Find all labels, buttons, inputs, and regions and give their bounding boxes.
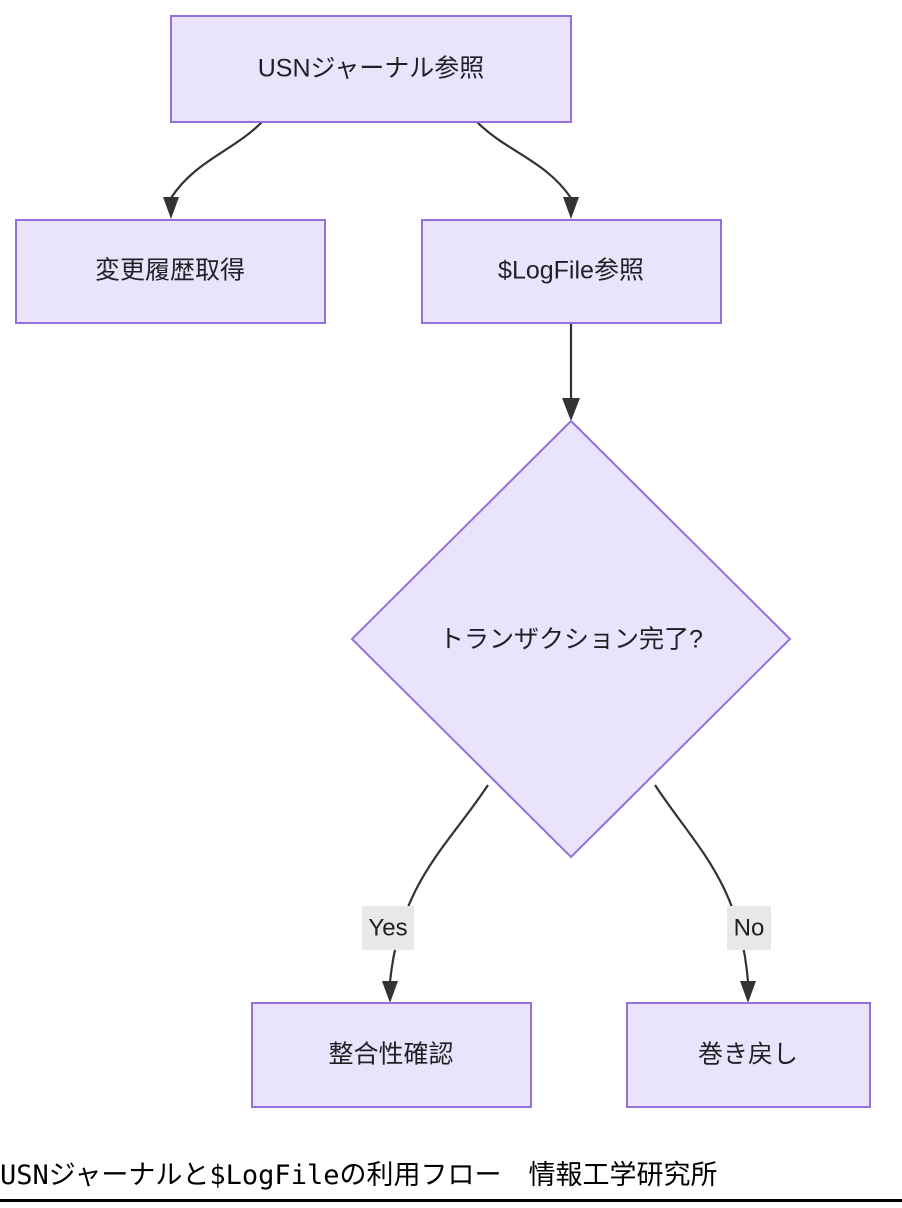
edge-label-background (362, 906, 414, 950)
node-shape-rect (421, 219, 722, 324)
caption-bar: USNジャーナルと$LogFileの利用フロー 情報工学研究所 (0, 1152, 902, 1202)
node-label: 変更履歴取得 (95, 257, 245, 285)
arrow-head-icon (382, 981, 398, 1003)
arrow-head-icon (740, 981, 756, 1003)
node-logfile[interactable]: $LogFile参照 (421, 219, 722, 324)
edge-label-background (727, 906, 771, 950)
edge-path (388, 784, 489, 983)
node-usn[interactable]: USNジャーナル参照 (170, 15, 572, 123)
node-decision[interactable]: トランザクション完了? (350, 419, 792, 859)
edge-label-text: No (734, 914, 765, 941)
edge-path (654, 784, 750, 983)
node-label: 整合性確認 (328, 1041, 453, 1069)
arrow-head-icon (163, 197, 179, 219)
node-history[interactable]: 変更履歴取得 (15, 219, 326, 324)
edge-path (170, 121, 263, 199)
edge-decision-to-rollback (654, 784, 756, 1003)
edge-label-text: Yes (368, 914, 407, 941)
arrow-head-icon (563, 197, 579, 219)
node-label: $LogFile参照 (498, 257, 644, 285)
flowchart-svg: USNジャーナル参照 変更履歴取得 $LogFile参照 トランザクション完了?… (15, 15, 871, 1108)
node-verify[interactable]: 整合性確認 (251, 1002, 532, 1108)
node-shape-rect (251, 1002, 532, 1108)
edge-path (476, 121, 572, 199)
edge-usn-to-logfile (476, 121, 579, 219)
node-shape-rect (626, 1002, 871, 1108)
edge-decision-to-verify (382, 784, 489, 1003)
edge-label-yes: Yes (362, 906, 414, 950)
caption-text: USNジャーナルと$LogFileの利用フロー 情報工学研究所 (0, 1160, 718, 1191)
node-label: 巻き戻し (698, 1041, 798, 1069)
edge-usn-to-history (163, 121, 263, 219)
edge-label-no: No (727, 906, 771, 950)
node-shape-rect (15, 219, 326, 324)
edge-logfile-to-decision (562, 323, 580, 421)
node-rollback[interactable]: 巻き戻し (626, 1002, 871, 1108)
arrow-head-icon (562, 398, 580, 421)
node-label: トランザクション完了? (439, 626, 703, 654)
node-label: USNジャーナル参照 (258, 55, 485, 83)
node-shape-diamond (350, 419, 792, 859)
node-shape-rect (170, 15, 572, 123)
